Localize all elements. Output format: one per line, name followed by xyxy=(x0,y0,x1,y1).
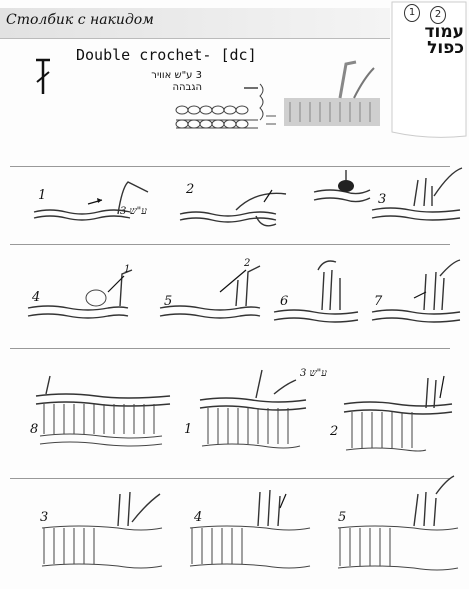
step-label-r1-1: 1 xyxy=(38,188,47,203)
chain-note-line2: הגבהה xyxy=(172,82,202,93)
badge-left: 1 xyxy=(404,4,420,22)
step-diagram-r3-2 xyxy=(343,375,453,452)
divider-top xyxy=(10,166,450,167)
step-diagram-r2-7 xyxy=(371,259,461,323)
divider-row3 xyxy=(10,478,450,479)
header-bar xyxy=(0,8,390,39)
badge-right: 2 xyxy=(430,6,446,24)
step-label-r2-6: 6 xyxy=(280,294,289,309)
step-label-r4-5: 5 xyxy=(338,510,347,525)
hebrew-title: עמוד כפול xyxy=(424,22,464,58)
step-diagram-r4-4 xyxy=(189,489,311,569)
chain-note-line1: 3 ע"ש אוויר xyxy=(151,70,202,81)
step-diagram-r1-1 xyxy=(33,181,149,221)
arrow-marker-1: 1 xyxy=(124,264,131,275)
step-label-r3-2: 2 xyxy=(330,424,339,439)
step-diagram-r2-5 xyxy=(159,265,261,319)
page-title: Столбик с накидом xyxy=(6,12,154,28)
step-annotation-r1: 3 ע"ש xyxy=(120,206,147,217)
step-diagram-r1-3 xyxy=(371,167,463,221)
step-diagram-r3-1 xyxy=(199,369,307,449)
dc-heading: Double crochet- [dc] xyxy=(76,46,257,64)
step-annotation-r3: 3 ע"ש xyxy=(300,368,327,379)
step-label-r3-8: 8 xyxy=(30,422,39,437)
dc-symbol xyxy=(36,58,50,94)
corner-card xyxy=(391,1,467,138)
step-label-r1-3: 3 xyxy=(378,192,387,207)
step-label-r3-1: 1 xyxy=(184,422,193,437)
step-label-r2-5: 5 xyxy=(164,294,173,309)
step-diagram-r3-8 xyxy=(35,375,171,447)
step-label-r1-2: 2 xyxy=(186,182,195,197)
step-label-r2-7: 7 xyxy=(374,294,383,309)
chain-note: 3 ע"ש אוויר הגבהה xyxy=(112,70,202,94)
swatch-photo xyxy=(284,60,380,126)
step-diagram-r1-2 xyxy=(179,189,287,227)
step-label-r4-4: 4 xyxy=(194,510,203,525)
divider-row2 xyxy=(10,348,450,349)
step-diagram-r1-inset xyxy=(313,170,371,203)
foundation-chain-diagram xyxy=(175,83,276,129)
step-diagram-r4-3 xyxy=(41,491,163,569)
step-label-r4-3: 3 xyxy=(40,510,49,525)
step-diagram-r2-4 xyxy=(27,269,133,319)
step-diagram-r4-5 xyxy=(337,475,459,571)
step-diagram-r2-6 xyxy=(273,260,359,323)
divider-row1 xyxy=(10,244,450,245)
arrow-marker-2: 2 xyxy=(244,258,251,269)
step-label-r2-4: 4 xyxy=(32,290,41,305)
